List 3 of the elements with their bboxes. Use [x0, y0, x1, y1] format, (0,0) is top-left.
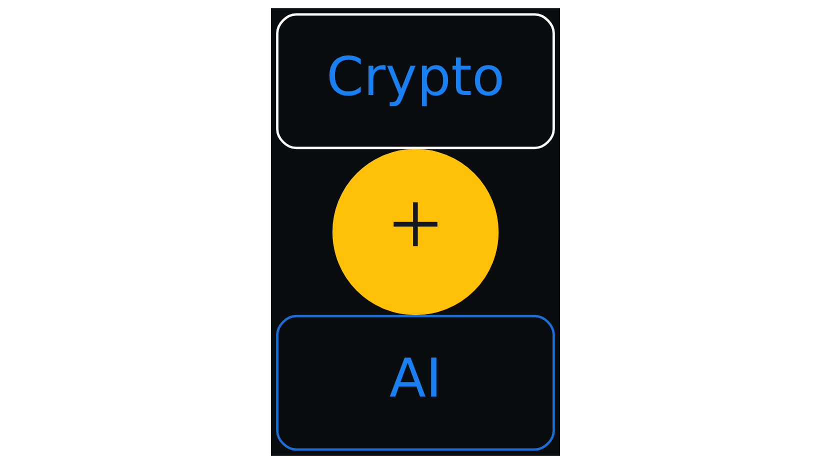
node-circle: + [332, 148, 498, 316]
node-box: AI [276, 314, 554, 451]
node-box: Crypto [276, 13, 554, 150]
